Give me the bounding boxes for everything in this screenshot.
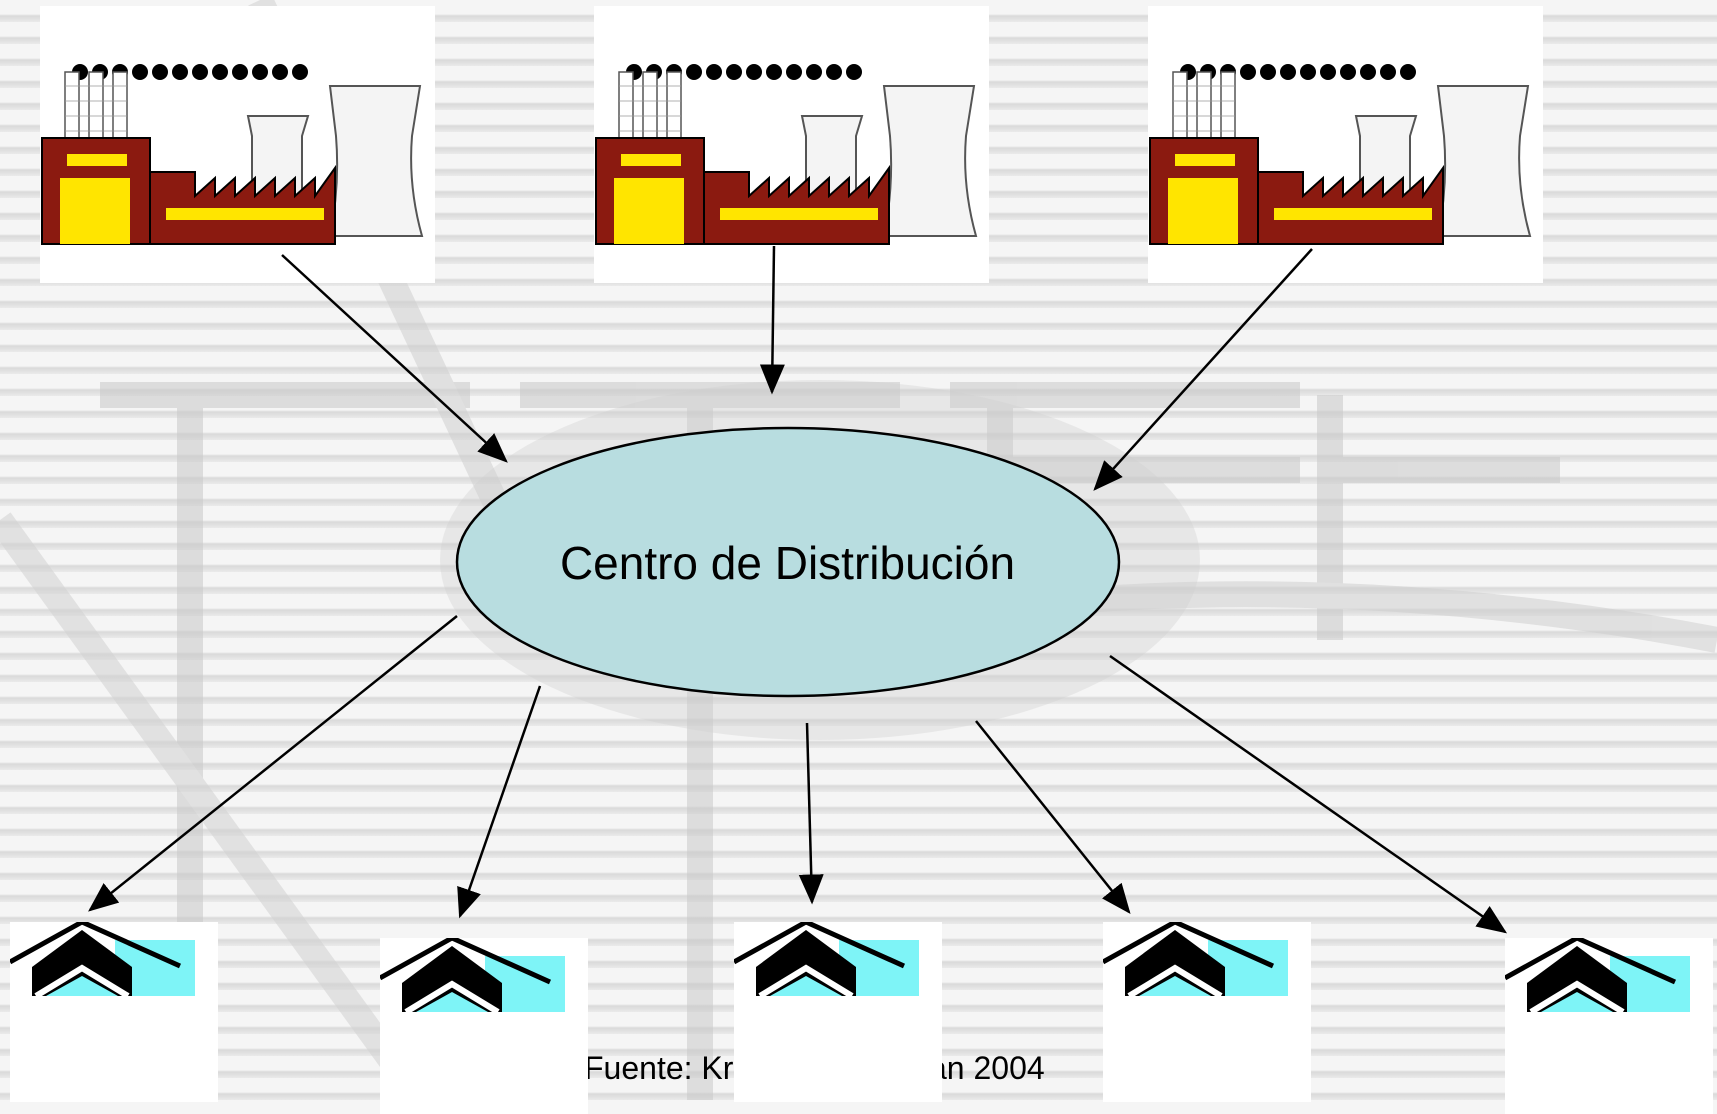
arrow-center-to-warehouse-2: [457, 685, 542, 919]
factory-3: [1148, 6, 1543, 283]
arrow-center-to-warehouse-3: [798, 722, 824, 905]
warehouse-3: [734, 922, 942, 1102]
power-plant-icon: [41, 64, 424, 245]
warehouse-icon: [10, 922, 195, 999]
arrow-center-to-warehouse-5: [1109, 654, 1508, 934]
arrow-factory-3-to-center: [1093, 248, 1313, 491]
warehouse-icon: [734, 922, 919, 999]
power-plant-icon: [595, 64, 978, 245]
warehouse-4: [1103, 922, 1311, 1102]
warehouse-icon: [380, 938, 565, 1015]
warehouse-5: [1505, 938, 1713, 1114]
power-plant-icon: [1149, 64, 1532, 245]
center-node-ellipse: [455, 426, 1121, 698]
warehouse-2: [380, 938, 588, 1114]
arrow-center-to-warehouse-4: [975, 720, 1131, 914]
warehouse-icon: [1505, 938, 1690, 1015]
arrow-factory-2-to-center: [759, 245, 785, 395]
factory-2: [594, 6, 989, 283]
center-node-label: Centro de Distribución: [559, 537, 1016, 589]
warehouse-icon: [1103, 922, 1288, 999]
factory-1: [40, 6, 435, 283]
warehouse-1: [10, 922, 218, 1102]
arrow-center-to-warehouse-1: [88, 615, 458, 912]
arrow-factory-1-to-center: [281, 254, 508, 463]
